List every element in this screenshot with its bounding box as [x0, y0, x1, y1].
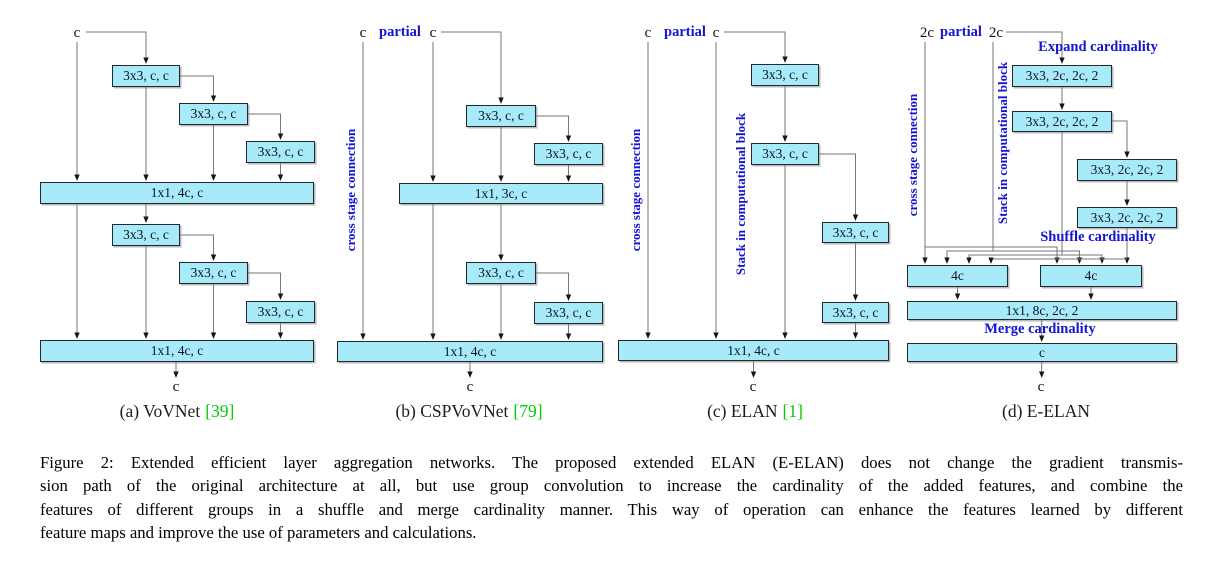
output-label: c [749, 379, 757, 395]
citation-ref: [1] [782, 401, 803, 421]
conv3x3-box: 3x3, c, c [534, 302, 603, 324]
group-conv3x3-box: 3x3, 2c, 2c, 2 [1077, 159, 1177, 181]
group-conv3x3-box: 3x3, 2c, 2c, 2 [1077, 207, 1177, 228]
concat-conv1x1-box: 1x1, 4c, c [40, 340, 314, 362]
caption-line: sion path of the original architecture a… [40, 476, 1183, 496]
panel-caption-text: (d) E-ELAN [1002, 401, 1090, 421]
conv3x3-box: 3x3, c, c [112, 65, 180, 87]
group-conv3x3-box: 3x3, 2c, 2c, 2 [1012, 111, 1112, 132]
panel-caption-text: (b) CSPVoVNet [395, 401, 509, 421]
partial-label: partial [664, 24, 706, 40]
conv3x3-box: 3x3, c, c [751, 64, 819, 86]
input-label: 2c [919, 25, 935, 41]
output-label: c [466, 379, 474, 395]
panel-caption-text: (a) VoVNet [119, 401, 201, 421]
panel-caption: (a) VoVNet[39] [120, 401, 235, 422]
concat-conv1x1-box: 1x1, 4c, c [618, 340, 889, 361]
output-label: c [1037, 379, 1045, 395]
caption-line: features of different groups in a shuffl… [40, 499, 1183, 519]
shuffle-cardinality-label: Shuffle cardinality [1040, 229, 1156, 245]
expand-cardinality-label: Expand cardinality [1038, 39, 1158, 55]
input-label: c [73, 25, 81, 41]
output-label: c [172, 379, 180, 395]
input-label: 2c [988, 25, 1004, 41]
stack-computational-block-label: Stack in computational block [995, 61, 1010, 225]
input-label: c [644, 25, 652, 41]
citation-ref: [39] [205, 401, 235, 421]
conv3x3-box: 3x3, c, c [822, 302, 889, 323]
cardinality-concat-box: 4c [907, 265, 1008, 287]
input-label: c [359, 25, 367, 41]
caption-line: Figure 2: Extended efficient layer aggre… [40, 453, 1183, 472]
conv3x3-box: 3x3, c, c [179, 103, 248, 125]
merge-cardinality-label: Merge cardinality [984, 321, 1096, 337]
panel-caption: (d) E-ELAN [1002, 401, 1090, 422]
panel-caption: (b) CSPVoVNet[79] [395, 401, 542, 422]
cardinality-concat-box: 4c [1040, 265, 1142, 287]
figure-caption: Figure 2: Extended efficient layer aggre… [40, 451, 1183, 545]
caption-line: feature maps and improve the use of para… [40, 523, 477, 543]
concat-conv1x1-box: 1x1, 4c, c [40, 182, 314, 204]
concat-conv1x1-box: 1x1, 4c, c [337, 341, 603, 362]
conv3x3-box: 3x3, c, c [246, 301, 315, 323]
conv3x3-box: 3x3, c, c [179, 262, 248, 284]
cross-stage-connection-label: cross stage connection [905, 93, 920, 217]
conv3x3-box: 3x3, c, c [112, 224, 180, 246]
conv3x3-box: 3x3, c, c [466, 105, 536, 127]
connector-lines [74, 31, 1130, 378]
stack-computational-block-label: Stack in computational block [733, 112, 748, 276]
output-feature-box: c [907, 343, 1177, 362]
input-label: c [712, 25, 720, 41]
input-label: c [429, 25, 437, 41]
panel-caption: (c) ELAN[1] [707, 401, 803, 422]
conv3x3-box: 3x3, c, c [246, 141, 315, 163]
group-conv3x3-box: 3x3, 2c, 2c, 2 [1012, 65, 1112, 87]
partial-label: partial [379, 24, 421, 40]
merge-conv1x1-box: 1x1, 8c, 2c, 2 [907, 301, 1177, 320]
conv3x3-box: 3x3, c, c [466, 262, 536, 284]
conv3x3-box: 3x3, c, c [751, 143, 819, 165]
conv3x3-box: 3x3, c, c [534, 143, 603, 165]
cross-stage-connection-label: cross stage connection [343, 128, 358, 252]
cross-stage-connection-label: cross stage connection [628, 128, 643, 252]
citation-ref: [79] [513, 401, 543, 421]
panel-caption-text: (c) ELAN [707, 401, 778, 421]
partial-label: partial [940, 24, 982, 40]
concat-conv1x1-box: 1x1, 3c, c [399, 183, 603, 204]
conv3x3-box: 3x3, c, c [822, 222, 889, 243]
